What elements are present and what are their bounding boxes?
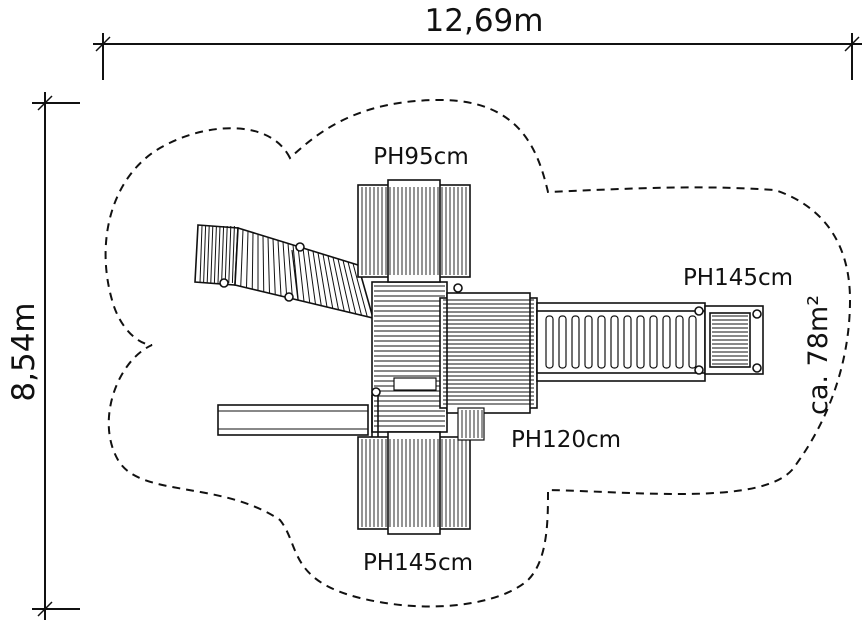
hatch-line [231,225,235,284]
top-tower-roof [357,179,471,283]
ramp-post [295,242,305,252]
bridge-post [694,365,704,375]
hatch-line [213,225,217,284]
bridge-slat [623,315,632,369]
hatch-line [337,258,351,313]
hatch-line [302,247,311,303]
tower-top-label: PH95cm [373,144,468,170]
hatch-line [272,238,276,295]
bridge-slat [662,315,671,369]
hatch-line [317,252,328,308]
height-label: 8,54m [6,302,42,401]
hatch-line [203,225,207,284]
tower-bottom-label: PH145cm [363,550,473,576]
bridge-slat [636,315,645,369]
bridge-slat [571,315,580,369]
center-platform-roof [439,292,538,441]
hatch-line [267,237,270,294]
hatch-line [234,227,239,286]
hatch-line [322,254,334,309]
hatch-line [246,231,249,288]
bridge-slat [675,315,684,369]
hatch-line [240,229,244,287]
width-label: 12,69m [425,3,544,39]
slide [217,404,369,436]
bridge-post [694,306,704,316]
hatch-line [327,255,339,310]
center-platform-label: PH120cm [511,427,621,453]
hatch-line [262,235,265,292]
ramp-post [284,292,294,302]
bridge-slat [584,315,593,369]
landing-post [752,309,762,319]
hatch-line [251,232,254,290]
ramp [194,224,383,326]
hatch-line [199,225,203,284]
hatch-line [210,225,214,284]
hatch-line [297,246,305,302]
hatch-line [342,260,357,314]
hatch-line [221,225,225,284]
central-deck [371,281,463,440]
width-dimension [93,33,862,80]
landing-post [752,363,762,373]
ramp-post [219,278,229,288]
hatch-line [224,225,228,284]
bridge-slat [597,315,606,369]
bridge-slat [649,315,658,369]
hatch-line [217,225,221,284]
bridge [536,302,706,382]
deck-post [371,387,381,397]
play-structure [194,179,764,535]
hatch-line [352,263,368,317]
hatch-line [312,251,322,306]
hatch-line [206,225,210,284]
hatch-line [307,249,316,305]
hatch-line [287,243,293,299]
hatch-line [277,240,282,297]
hatch-line [282,241,288,298]
bottom-tower-roof [357,431,471,535]
hatch-line [347,261,362,316]
bridge-slat [610,315,619,369]
safety-area-outline [104,98,852,608]
right-landing [704,305,764,375]
bridge-slat [688,315,697,369]
deck-post [453,283,463,293]
bridge-slat [558,315,567,369]
height-dimension [32,92,80,620]
hatch-line [228,225,232,284]
bridge-slat [545,315,554,369]
hatch-line [332,257,345,312]
right-platform-label: PH145cm [683,265,793,291]
area-label: ca. 78m² [803,295,834,415]
